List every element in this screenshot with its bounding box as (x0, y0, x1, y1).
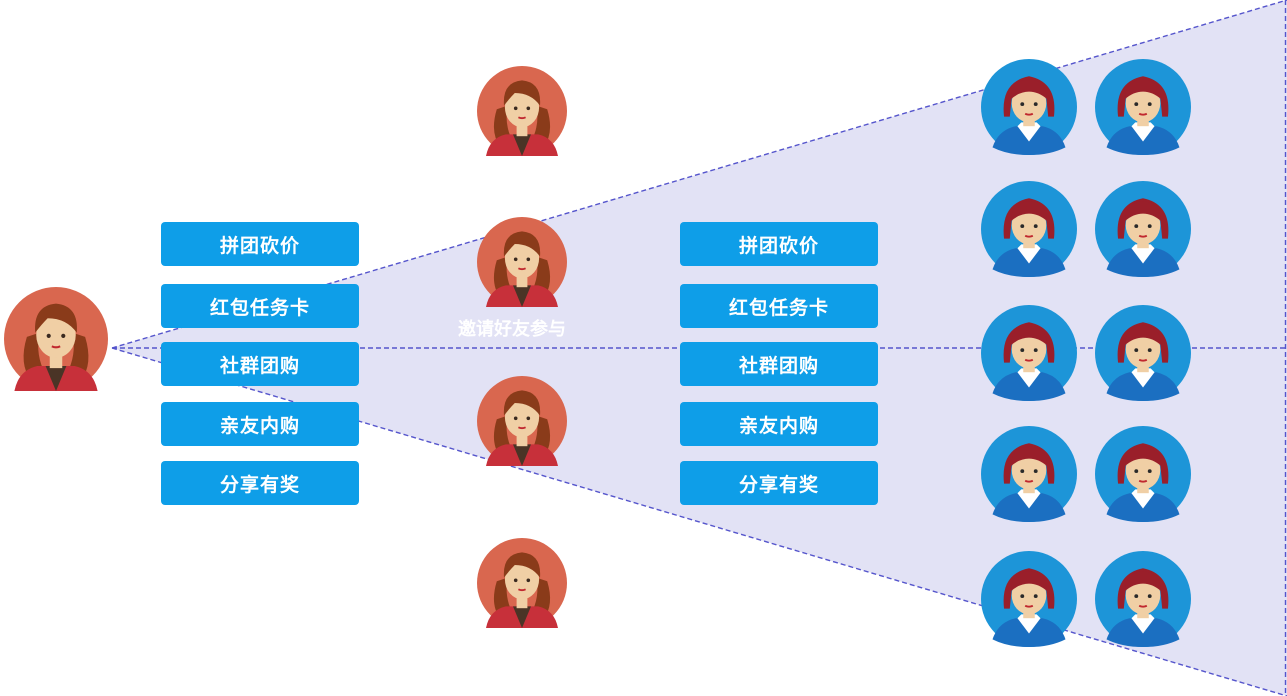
tag-community-group-buy: 社群团购 (680, 342, 878, 386)
tag-group-bargain: 拼团砍价 (680, 222, 878, 266)
tag-share-reward: 分享有奖 (680, 461, 878, 505)
invited-user-avatar-icon (477, 217, 567, 307)
tag-red-packet-card: 红包任务卡 (161, 284, 359, 328)
invited-user-avatar-icon (477, 538, 567, 628)
invited-user-avatar-icon (477, 66, 567, 156)
friend-avatar-icon (1095, 426, 1191, 522)
friend-avatar-icon (1095, 181, 1191, 277)
friend-avatar-icon (981, 59, 1077, 155)
source-user-avatar-icon (4, 287, 108, 391)
tag-group-bargain: 拼团砍价 (161, 222, 359, 266)
tag-friends-internal-buy: 亲友内购 (680, 402, 878, 446)
tag-friends-internal-buy: 亲友内购 (161, 402, 359, 446)
friend-avatar-icon (981, 551, 1077, 647)
invited-user-avatar-icon (477, 376, 567, 466)
friend-avatar-icon (1095, 551, 1191, 647)
tag-red-packet-card: 红包任务卡 (680, 284, 878, 328)
tag-community-group-buy: 社群团购 (161, 342, 359, 386)
friend-avatar-icon (981, 181, 1077, 277)
friend-avatar-icon (981, 305, 1077, 401)
friend-avatar-icon (1095, 59, 1191, 155)
friend-avatar-icon (1095, 305, 1191, 401)
tag-share-reward: 分享有奖 (161, 461, 359, 505)
friend-avatar-icon (981, 426, 1077, 522)
invite-friends-caption: 邀请好友参与 (458, 319, 566, 340)
